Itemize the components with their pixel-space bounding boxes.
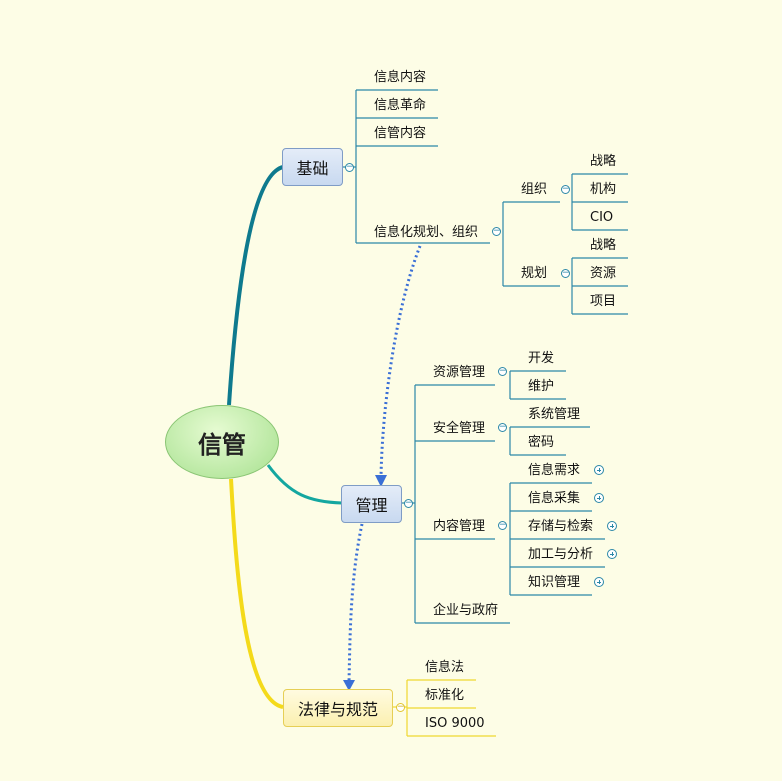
jichu-item-0[interactable]: 信息内容: [374, 70, 427, 85]
collapse-ziyuan-icon[interactable]: −: [498, 366, 507, 376]
neirong-item-0[interactable]: 信息需求: [528, 463, 581, 478]
collapse-guanli-icon[interactable]: −: [404, 498, 413, 508]
neirong-item-2[interactable]: 存储与检索: [528, 519, 594, 534]
zuzhi-item-0[interactable]: 战略: [590, 154, 617, 169]
topic-falv-label: 法律与规范: [297, 700, 378, 719]
qiye-label[interactable]: 企业与政府: [433, 603, 499, 618]
branch-guanli: [266, 464, 343, 505]
expand-zhishi-icon[interactable]: [594, 577, 604, 587]
topic-jichu[interactable]: 基础: [282, 148, 343, 186]
relation-arrow-2: [347, 523, 364, 683]
topic-jichu-label: 基础: [296, 159, 329, 178]
anquan-label[interactable]: 安全管理: [433, 421, 486, 436]
collapse-falv-icon[interactable]: −: [396, 702, 405, 712]
neirong-item-3[interactable]: 加工与分析: [528, 547, 594, 562]
expand-xuqiu-icon[interactable]: [594, 465, 604, 475]
root-node[interactable]: 信管: [165, 405, 279, 479]
collapse-planning-icon[interactable]: −: [492, 226, 501, 236]
guihua-item-2[interactable]: 项目: [590, 294, 617, 309]
ziyuan-item-1[interactable]: 维护: [528, 379, 555, 394]
expand-caiji-icon[interactable]: [594, 493, 604, 503]
guihua-item-0[interactable]: 战略: [590, 238, 617, 253]
ziyuan-label[interactable]: 资源管理: [433, 365, 486, 380]
topic-falv[interactable]: 法律与规范: [283, 689, 393, 727]
relation-arrow-2-head: [343, 680, 355, 691]
expand-jiagong-icon[interactable]: [607, 549, 617, 559]
branch-falv: [229, 478, 284, 709]
guihua-label[interactable]: 规划: [521, 266, 548, 281]
collapse-neirong-icon[interactable]: −: [498, 520, 507, 530]
neirong-item-4[interactable]: 知识管理: [528, 575, 581, 590]
falv-item-0[interactable]: 信息法: [425, 660, 465, 675]
zuzhi-item-1[interactable]: 机构: [590, 182, 617, 197]
collapse-jichu-icon[interactable]: −: [345, 162, 354, 172]
collapse-guihua-icon[interactable]: −: [561, 268, 570, 278]
falv-item-1[interactable]: 标准化: [425, 688, 465, 703]
falv-item-2[interactable]: ISO 9000: [425, 716, 485, 731]
branch-jichu: [227, 165, 284, 406]
jichu-item-2[interactable]: 信管内容: [374, 126, 427, 141]
topic-guanli-label: 管理: [355, 496, 388, 515]
relation-arrow-1-head: [375, 475, 387, 487]
topic-guanli[interactable]: 管理: [341, 485, 402, 523]
zuzhi-label[interactable]: 组织: [521, 182, 548, 197]
ziyuan-item-0[interactable]: 开发: [528, 351, 555, 366]
jichu-item-3[interactable]: 信息化规划、组织: [374, 225, 479, 240]
zuzhi-item-2[interactable]: CIO: [590, 210, 614, 225]
anquan-item-0[interactable]: 系统管理: [528, 407, 581, 422]
guihua-item-1[interactable]: 资源: [590, 266, 617, 281]
expand-cunchu-icon[interactable]: [607, 521, 617, 531]
relation-arrow-1: [379, 245, 422, 479]
anquan-item-1[interactable]: 密码: [528, 435, 555, 450]
neirong-label[interactable]: 内容管理: [433, 519, 486, 534]
root-label: 信管: [198, 430, 246, 459]
collapse-zuzhi-icon[interactable]: −: [561, 184, 570, 194]
jichu-item-1[interactable]: 信息革命: [374, 98, 427, 113]
collapse-anquan-icon[interactable]: −: [498, 422, 507, 432]
neirong-item-1[interactable]: 信息采集: [528, 491, 581, 506]
